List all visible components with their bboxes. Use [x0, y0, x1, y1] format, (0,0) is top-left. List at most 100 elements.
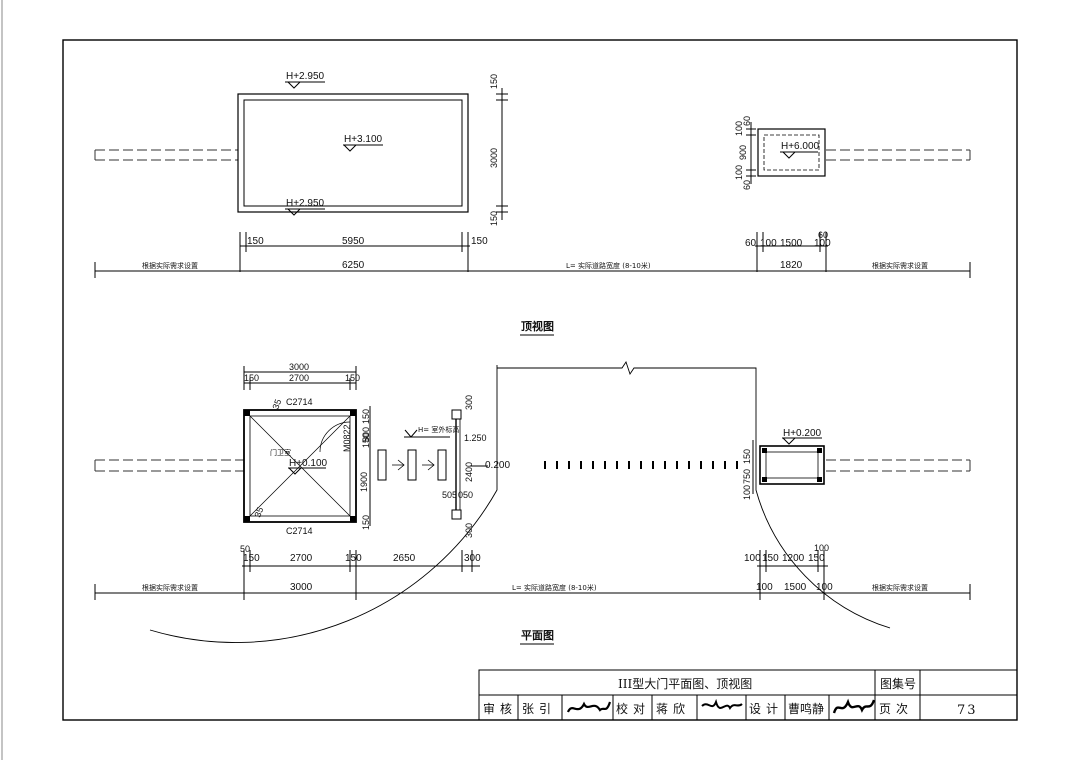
dim-note: 根据实际需求设置 — [872, 583, 928, 592]
side-dim: 150 — [361, 515, 371, 530]
dim-text: 2700 — [289, 373, 309, 383]
side-dim: 750 — [742, 469, 752, 484]
atlas-label: 图集号 — [880, 676, 916, 691]
elevation-label: H+6.000 — [781, 141, 820, 152]
vert-dim: 3000 — [489, 148, 499, 168]
pavilion-outline — [757, 128, 826, 177]
gate-dim: 300 — [464, 523, 474, 538]
vert-dim: 100 — [734, 121, 744, 136]
dim-text: 60 — [818, 230, 828, 240]
vert-dim: 900 — [738, 145, 748, 160]
dim-text: 1200 — [782, 553, 805, 564]
vert-dim: 100 — [734, 165, 744, 180]
vert-dim: 60 — [742, 116, 752, 126]
outdoor-label: H= 室外标高 — [418, 425, 459, 434]
dim-text: 150 — [244, 373, 259, 383]
dim-text: 1500 — [784, 582, 807, 593]
elevation-label: H+3.100 — [344, 134, 383, 145]
dim-text: 100 — [816, 582, 833, 593]
gate-dim: 505 — [442, 490, 457, 500]
signature-review — [566, 701, 612, 713]
dim-text: 100 — [814, 238, 831, 249]
design-label: 设计 — [749, 702, 783, 716]
dim-text: 100 — [744, 553, 761, 564]
check-name: 蒋欣 — [656, 702, 690, 716]
side-dim: 35 — [252, 506, 265, 519]
dim-text: 100 — [760, 238, 777, 249]
vert-dim: 150 — [489, 211, 499, 226]
design-name: 曹鸣静 — [788, 701, 824, 716]
canopy-inner — [243, 99, 463, 207]
vert-dim: 60 — [742, 180, 752, 190]
elevation-marker-bottom: H+2.950 — [285, 198, 325, 216]
dim-text: 100 — [756, 582, 773, 593]
review-name: 张引 — [522, 702, 556, 716]
dim-note: 根据实际需求设置 — [872, 261, 928, 270]
gate-elevation: 0.200 — [485, 460, 510, 471]
page-number: 73 — [957, 703, 978, 718]
side-dim: 150 — [361, 409, 371, 424]
dim-text: 150 — [345, 373, 360, 383]
elevation-label: H+2.950 — [286, 198, 325, 209]
gate-dim: 1.250 — [464, 433, 487, 443]
dim-text: 1500 — [780, 238, 803, 249]
side-dim: 800 — [361, 427, 371, 442]
drawing-title: III型大门平面图、顶视图 — [618, 676, 752, 691]
elevation-marker-pavilion: H+6.000 — [780, 141, 820, 159]
dim-text: 150 — [808, 553, 825, 564]
gate-dim: 2400 — [464, 462, 474, 482]
dim-text: 150 — [243, 553, 260, 564]
pavilion-inner — [763, 134, 820, 171]
guard-room-wall — [243, 409, 357, 523]
elevation-label: H+2.950 — [286, 71, 325, 82]
elevation-marker-room: H+0.100 — [288, 458, 328, 475]
dim-text: 3000 — [290, 582, 313, 593]
dim-text: 2650 — [393, 553, 416, 564]
side-dim: 1900 — [359, 472, 369, 492]
side-dim: 35 — [270, 398, 283, 411]
dim-text: 2700 — [290, 553, 313, 564]
dim-note: L= 实际道路宽度 (8-10米) — [566, 261, 651, 270]
dim-text: 150 — [345, 553, 362, 564]
gate-dim: 050 — [458, 490, 473, 500]
dim-text: 6250 — [342, 260, 365, 271]
elevation-marker-pavilion-plan: H+0.200 — [782, 428, 822, 445]
dim-text: 150 — [762, 553, 779, 564]
dim-text: 3000 — [289, 362, 309, 372]
side-dim: 100 — [742, 485, 752, 500]
canopy-outline — [237, 93, 469, 213]
plan-view: 门卫室 H+0.100 C2714 C2714 M0822 35 35 3000… — [94, 360, 971, 645]
check-label: 校对 — [616, 701, 650, 716]
dim-text: 150 — [471, 236, 488, 247]
dim-text: 50 — [240, 544, 250, 554]
dim-note: 根据实际需求设置 — [142, 583, 198, 592]
dim-text: 1820 — [780, 260, 803, 271]
gate-dim: 300 — [464, 395, 474, 410]
room-name: 门卫室 — [270, 448, 291, 457]
window-label: C2714 — [286, 526, 313, 536]
signature-check — [701, 698, 743, 710]
signature-design — [832, 698, 876, 714]
top-view: H+2.950 H+3.100 H+2.950 150 3000 150 H+6… — [94, 71, 971, 336]
dim-text: 5950 — [342, 236, 365, 247]
dim-text: 100 — [814, 543, 829, 553]
dim-text: 60 — [745, 238, 757, 249]
elevation-marker-center: H+3.100 — [343, 134, 383, 152]
drawing-frame — [62, 39, 1018, 721]
pavilion-plan — [759, 445, 825, 485]
top-view-title: 顶视图 — [521, 319, 554, 333]
vert-dim: 150 — [489, 74, 499, 89]
window-label: C2714 — [286, 397, 313, 407]
elevation-marker-top: H+2.950 — [285, 71, 325, 89]
guard-room-inner — [249, 415, 351, 517]
title-block: III型大门平面图、顶视图 图集号 审核 张引 校对 蒋欣 设计 曹鸣静 页次 … — [478, 669, 1018, 721]
outdoor-elev-marker: H= 室外标高 — [404, 425, 459, 438]
dim-text: 150 — [247, 236, 264, 247]
dim-note: 根据实际需求设置 — [142, 261, 198, 270]
elevation-label: H+0.100 — [289, 458, 328, 469]
dim-text: 300 — [464, 553, 481, 564]
door-label: M0822 — [342, 424, 352, 452]
side-dim: 150 — [361, 433, 371, 448]
dim-note: L= 实际道路宽度 (8-10米) — [512, 583, 597, 592]
